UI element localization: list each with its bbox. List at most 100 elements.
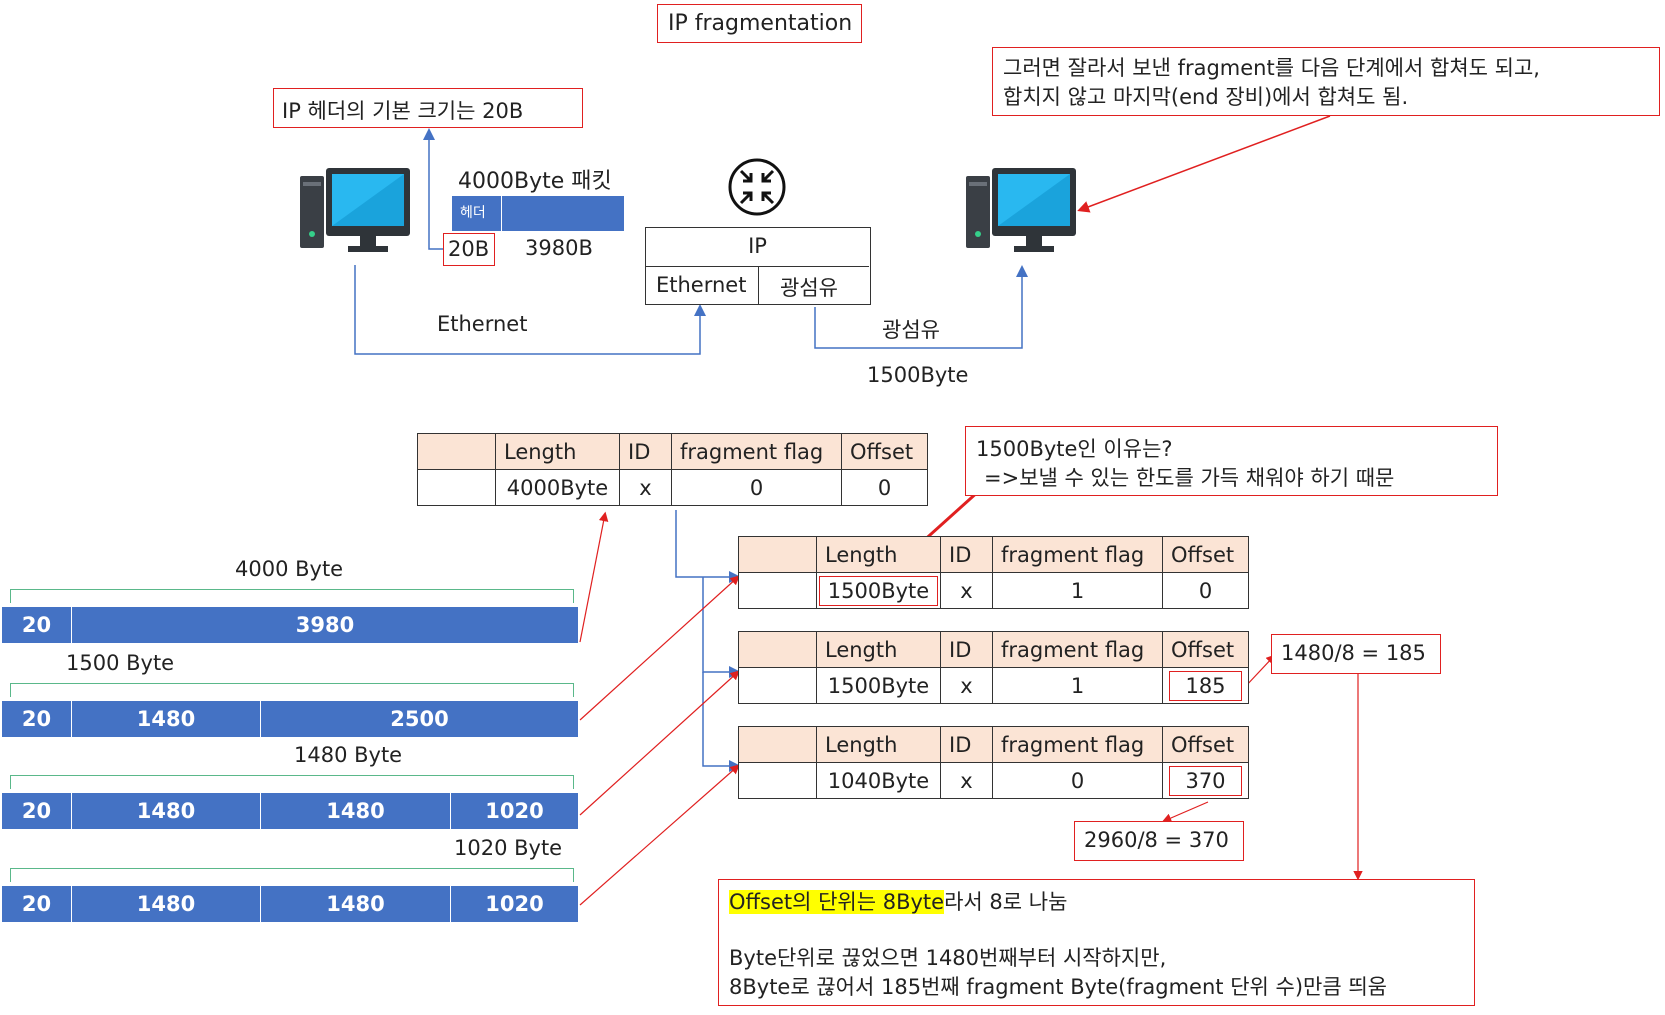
length-highlight-box: 1500Byte <box>819 575 938 606</box>
header-size-text: IP 헤더의 기본 크기는 20B <box>282 99 524 123</box>
bar-2-brace <box>10 683 574 697</box>
router-stack: IP Ethernet 광섬유 <box>645 227 871 305</box>
router-icon <box>728 158 786 216</box>
packet-header-size: 20B <box>448 237 490 261</box>
bar-segment: 3980 <box>295 613 355 637</box>
col-offset: Offset <box>1162 631 1249 668</box>
bar4-arrow <box>579 764 740 906</box>
bar-segment: 20 <box>2 793 72 829</box>
title-box: IP fragmentation <box>657 4 862 43</box>
packet-payload-size: 3980B <box>525 236 593 260</box>
reassembly-line-2: 합치지 않고 마지막(end 장비)에서 합쳐도 됨. <box>1003 85 1409 109</box>
reassembly-arrow <box>1077 115 1331 213</box>
col-length: Length <box>816 726 941 763</box>
col-length: Length <box>495 433 620 470</box>
col-fragment-flag: fragment flag <box>992 536 1163 573</box>
cell-offset: 185 <box>1162 667 1249 704</box>
col-offset: Offset <box>1162 726 1249 763</box>
bar-2: 20 1480 2500 <box>2 701 578 737</box>
bar-segment: 1020 <box>485 799 544 823</box>
col-id: ID <box>940 726 993 763</box>
bar-segment: 1480 <box>261 886 451 922</box>
bar-2-label: 1500 Byte <box>66 651 175 675</box>
reassembly-note: 그러면 잘라서 보낸 fragment를 다음 단계에서 합쳐도 되고, 합치지… <box>992 47 1660 116</box>
bar-3-brace <box>10 775 574 789</box>
bar-4-brace <box>10 868 574 882</box>
computer-icon <box>966 168 1076 252</box>
cell-length: 1500Byte <box>816 667 941 704</box>
bar-segment: 1480 <box>72 886 261 922</box>
cell-length: 1040Byte <box>816 762 941 799</box>
packet-label: 4000Byte 패킷 <box>458 169 612 194</box>
why-1500-note: 1500Byte인 이유는? =>보낼 수 있는 한도를 가득 채워야 하기 때… <box>965 426 1498 496</box>
fiber-mtu-label: 1500Byte <box>867 363 969 387</box>
cell-id: x <box>940 667 993 704</box>
col-offset: Offset <box>841 433 928 470</box>
cell-flag: 1 <box>992 667 1163 704</box>
calc-185-text: 1480/8 = 185 <box>1281 641 1426 665</box>
branch-line-3 <box>702 672 741 772</box>
original-header-table: Length ID fragment flag Offset 4000Byte … <box>417 433 928 506</box>
router-layer3: IP <box>748 234 767 258</box>
bar-segment: 20 <box>2 701 72 737</box>
packet-header-label: 헤더 <box>460 205 486 221</box>
reassembly-line-1: 그러면 잘라서 보낸 fragment를 다음 단계에서 합쳐도 되고, <box>1003 56 1540 80</box>
ethernet-link-label: Ethernet <box>437 312 528 336</box>
bar-segment: 20 <box>2 886 72 922</box>
col-offset: Offset <box>1162 536 1249 573</box>
bar-3-label: 1480 Byte <box>294 743 403 767</box>
header-size-arrow <box>423 128 443 250</box>
cell-length: 4000Byte <box>495 469 620 506</box>
offset-highlight-box: 185 <box>1169 670 1242 701</box>
cell-flag: 0 <box>992 762 1163 799</box>
cell-offset: 370 <box>1162 762 1249 799</box>
bar3-arrow <box>579 670 740 816</box>
fiber-link-label: 광섬유 <box>882 318 940 342</box>
bar-segment: 20 <box>2 607 72 643</box>
bar-1-brace <box>10 589 574 603</box>
col-length: Length <box>816 536 941 573</box>
fragment-table-3: Length ID fragment flag Offset 1040Byte … <box>738 726 1249 799</box>
cell-id: x <box>619 469 672 506</box>
cell-flag: 0 <box>671 469 842 506</box>
fragment-table-2: Length ID fragment flag Offset 1500Byte … <box>738 631 1249 704</box>
col-fragment-flag: fragment flag <box>992 726 1163 763</box>
page-title: IP fragmentation <box>668 11 853 36</box>
col-id: ID <box>940 631 993 668</box>
col-fragment-flag: fragment flag <box>671 433 842 470</box>
packet-bar: 헤더 <box>452 196 624 231</box>
bar-4: 20 1480 1480 1020 <box>2 886 578 922</box>
bar-1: 20 3980 <box>2 607 578 643</box>
cell-offset: 0 <box>1162 572 1249 609</box>
router-port-fiber: 광섬유 <box>780 276 838 300</box>
col-length: Length <box>816 631 941 668</box>
bar-segment: 1480 <box>72 793 261 829</box>
offset-unit-highlight: Offset의 단위는 8Byte <box>729 890 945 914</box>
router-port-ethernet: Ethernet <box>656 273 747 297</box>
col-fragment-flag: fragment flag <box>992 631 1163 668</box>
header-size-note: IP 헤더의 기본 크기는 20B <box>273 88 583 128</box>
bar-segment: 1480 <box>72 701 261 737</box>
cell-length: 1500Byte <box>816 572 941 609</box>
bar-1-label: 4000 Byte <box>235 557 344 581</box>
offset-unit-line-1: Offset의 단위는 8Byte라서 8로 나눔 <box>729 886 1067 916</box>
why-1500-line-2: =>보낼 수 있는 한도를 가득 채워야 하기 때문 <box>984 466 1395 490</box>
cell-offset: 0 <box>841 469 928 506</box>
bar1-arrow <box>579 511 609 643</box>
fragment-table-1: Length ID fragment flag Offset 1500Byte … <box>738 536 1249 609</box>
calc-185-note: 1480/8 = 185 <box>1271 634 1441 674</box>
col-id: ID <box>940 536 993 573</box>
why-1500-line-1: 1500Byte인 이유는? <box>976 437 1173 461</box>
bar2-arrow <box>579 575 740 721</box>
calc-370-text: 2960/8 = 370 <box>1084 828 1229 852</box>
cell-id: x <box>940 762 993 799</box>
calc-370-arrow <box>1161 801 1209 823</box>
offset-unit-line-3: 8Byte로 끊어서 185번째 fragment Byte(fragment … <box>729 975 1387 999</box>
offset-unit-rest: 라서 8로 나눔 <box>944 890 1068 914</box>
calc-370-note: 2960/8 = 370 <box>1074 821 1244 861</box>
packet-header-cell: 헤더 <box>452 196 502 231</box>
computer-icon <box>300 168 410 252</box>
cell-flag: 1 <box>992 572 1163 609</box>
offset-unit-note: Offset의 단위는 8Byte라서 8로 나눔 Byte단위로 끊었으면 1… <box>718 879 1475 1006</box>
